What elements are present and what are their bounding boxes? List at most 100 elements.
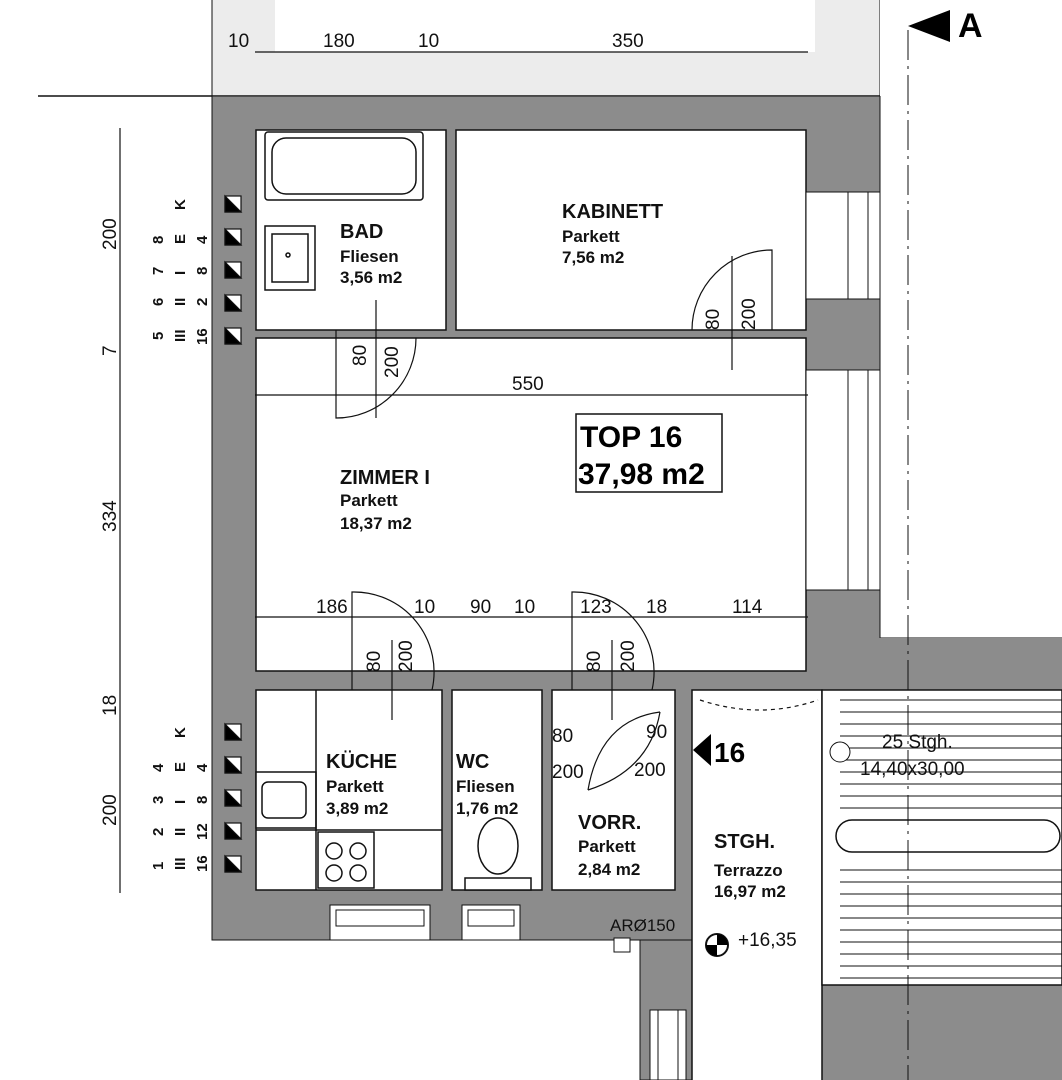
svg-text:4: 4 (194, 763, 211, 772)
stair-start-icon (829, 741, 851, 763)
svg-text:1: 1 (150, 862, 167, 870)
svg-text:8: 8 (194, 796, 211, 804)
svg-text:III: III (172, 857, 189, 870)
entrance-label: 16 (714, 737, 745, 768)
svg-text:K: K (172, 199, 189, 210)
windows (329, 191, 881, 1080)
level-label: +16,35 (738, 930, 797, 951)
door-vorr-left-height: 200 (552, 762, 584, 783)
svg-text:8: 8 (194, 267, 211, 275)
stair-handrail (835, 819, 1061, 853)
left-dim-2: 7 (100, 345, 121, 356)
svg-text:12: 12 (194, 823, 211, 840)
left-dim-5: 200 (100, 794, 121, 826)
svg-text:4: 4 (194, 235, 211, 244)
svg-text:K: K (172, 727, 189, 738)
room-wc-name: WC (456, 751, 489, 773)
svg-text:8: 8 (150, 236, 167, 244)
svg-text:2: 2 (194, 298, 211, 306)
section-marker: A (958, 7, 983, 45)
riser-lower: K E I II III 4 8 12 16 4 3 2 1 (150, 727, 211, 872)
room-wc-area: 1,76 m2 (456, 799, 518, 818)
room-stgh (691, 689, 823, 1080)
svg-text:I: I (172, 271, 189, 275)
top-dim-4: 350 (612, 31, 644, 52)
room-kueche-floor: Parkett (326, 777, 384, 796)
fixtures (255, 131, 532, 891)
room-vorr (551, 689, 676, 891)
room-kabinett-name: KABINETT (562, 201, 663, 223)
top-dim-3: 10 (418, 31, 439, 52)
svg-text:7: 7 (150, 267, 167, 275)
stove (317, 831, 375, 889)
room-kueche-area: 3,89 m2 (326, 799, 388, 818)
room-zimmer (255, 337, 807, 672)
svg-text:16: 16 (194, 328, 211, 345)
lower-dim-1: 186 (316, 597, 348, 618)
section-arrow-icon (908, 10, 950, 42)
room-kabinett-area: 7,56 m2 (562, 248, 624, 267)
room-kueche-name: KÜCHE (326, 750, 397, 773)
room-zimmer-area: 18,37 m2 (340, 514, 412, 533)
door-kueche-height: 200 (396, 640, 417, 672)
room-vorr-name: VORR. (578, 812, 641, 834)
stair-wall (820, 638, 1062, 690)
room-vorr-floor: Parkett (578, 837, 636, 856)
svg-text:4: 4 (150, 763, 167, 772)
door-kabinett-height: 200 (739, 298, 760, 330)
left-dim-4: 18 (100, 695, 121, 716)
room-vorr-area: 2,84 m2 (578, 860, 640, 879)
stairs-size: 14,40x30,00 (860, 759, 965, 780)
room-zimmer-name: ZIMMER I (340, 467, 430, 489)
svg-text:6: 6 (150, 298, 167, 306)
stair-treads (840, 699, 1062, 979)
lower-dim-2: 10 (414, 597, 435, 618)
dimension-lines (119, 51, 808, 893)
entrance-arrow-icon (693, 734, 711, 766)
door-vorr-top-width: 80 (584, 651, 605, 672)
door-vorr-right-width: 90 (646, 722, 667, 743)
unit-box (575, 413, 723, 493)
door-vorr-right-height: 200 (634, 760, 666, 781)
room-kabinett-floor: Parkett (562, 227, 620, 246)
top-dim-2: 180 (323, 31, 355, 52)
top-dim-1: 10 (228, 31, 249, 52)
exterior-courtyard (275, 0, 815, 52)
neighbor-area (880, 0, 1062, 638)
door-kabinett-width: 80 (703, 309, 724, 330)
room-stgh-area: 16,97 m2 (714, 882, 786, 901)
door-bad-width: 80 (350, 345, 371, 366)
svg-text:II: II (172, 828, 189, 836)
svg-text:3: 3 (150, 796, 167, 804)
lower-dim-6: 18 (646, 597, 667, 618)
mid-dim: 550 (512, 374, 544, 395)
drain-label: ARØ150 (610, 916, 675, 935)
svg-text:II: II (172, 298, 189, 306)
toilet (477, 817, 519, 875)
room-bad-floor: Fliesen (340, 247, 399, 266)
riser-upper: K E I II III 4 8 2 16 8 7 6 5 (150, 199, 211, 345)
unit-area: 37,98 m2 (578, 458, 705, 491)
left-dim-1: 200 (100, 218, 121, 250)
drain-icon (613, 937, 631, 953)
svg-text:E: E (172, 234, 189, 244)
room-kabinett (455, 129, 807, 331)
lower-dim-4: 10 (514, 597, 535, 618)
room-stgh-floor: Terrazzo (714, 861, 783, 880)
room-stgh-name: STGH. (714, 831, 775, 853)
riser-shafts (224, 194, 243, 873)
door-vorr-left-width: 80 (552, 726, 573, 747)
svg-text:I: I (172, 800, 189, 804)
door-swings (335, 249, 819, 791)
svg-text:16: 16 (194, 855, 211, 872)
stairs-steps: 25 Stgh. (882, 732, 953, 753)
door-bad-height: 200 (382, 346, 403, 378)
room-bad-area: 3,56 m2 (340, 268, 402, 287)
door-vorr-top-height: 200 (618, 640, 639, 672)
lower-dim-3: 90 (470, 597, 491, 618)
left-dim-3: 334 (100, 500, 121, 532)
stair-wall-lower (820, 985, 1062, 1080)
unit-label: TOP 16 (580, 421, 682, 454)
svg-text:E: E (172, 762, 189, 772)
